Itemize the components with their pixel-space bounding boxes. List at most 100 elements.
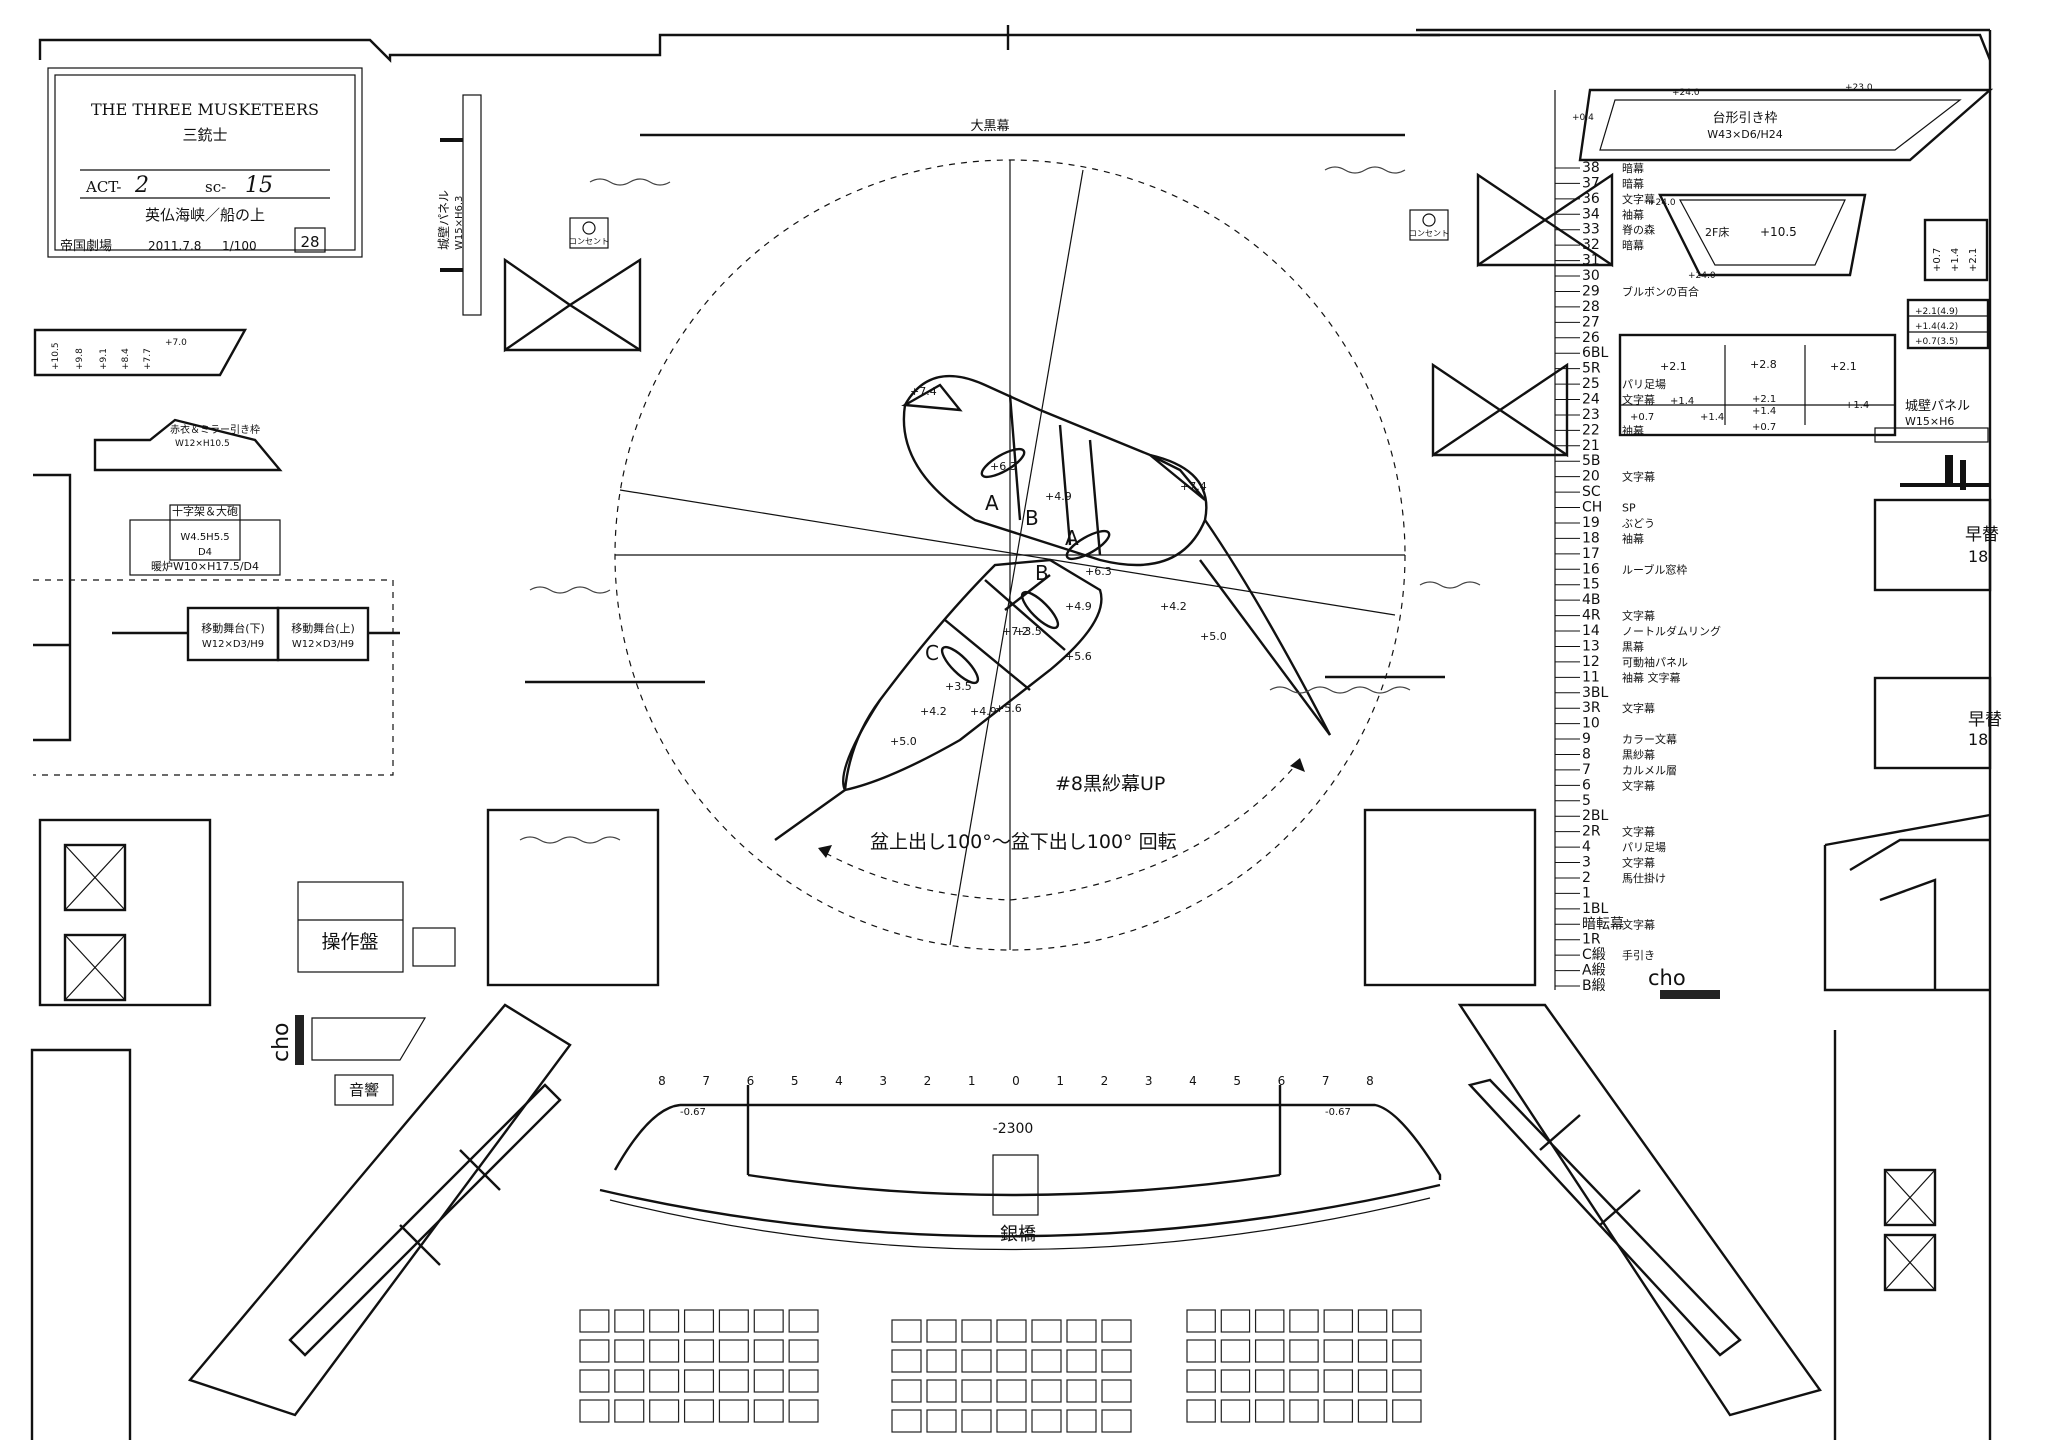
pit-left-label: -0.67	[680, 1107, 706, 1118]
cross-stand-size: W4.5H5.5	[180, 532, 229, 543]
seat	[788, 1369, 819, 1393]
seat	[683, 1369, 715, 1393]
seat	[614, 1339, 645, 1363]
seat	[996, 1349, 1027, 1373]
seat	[1323, 1399, 1354, 1423]
fly-line-number: 6BL	[1582, 345, 1609, 361]
fly-line-name: カラー文幕	[1622, 732, 1677, 746]
seat	[649, 1399, 680, 1423]
floor-2f: 2F床 +10.5 +24.0 +24.0	[1648, 193, 1867, 281]
riser-s-3: +0.7(3.5)	[1915, 337, 1958, 347]
quick-change-2-no: 18	[1968, 730, 1988, 749]
platform-frame-top-right: 台形引き枠 W43×D6/H24 +24.0 +23.0 +0.4	[1572, 83, 1994, 162]
seat	[718, 1339, 749, 1363]
fly-line-number: 7	[1582, 762, 1591, 778]
seat	[1254, 1339, 1285, 1363]
seat	[579, 1339, 610, 1363]
fly-line-number: 16	[1582, 561, 1600, 577]
quick-change-2: 早替	[1968, 710, 2002, 730]
seat	[1254, 1399, 1285, 1423]
fly-line-number: 18	[1582, 530, 1600, 546]
fly-line-name: パリ足場	[1622, 378, 1666, 391]
fly-line-name: 袖幕 文字幕	[1622, 670, 1681, 684]
level-m8: +1.4	[1845, 400, 1869, 411]
fly-line-name: 馬仕掛け	[1622, 871, 1666, 885]
platform-height-d: +24.0	[1648, 198, 1676, 208]
seat	[1357, 1309, 1388, 1333]
seat	[1101, 1409, 1132, 1433]
quick-change-1-no: 18	[1968, 547, 1988, 566]
fly-line-number: 1BL	[1582, 901, 1609, 917]
ship-height-4: +4.9	[1065, 600, 1092, 613]
step-left-1: +10.5	[51, 342, 61, 370]
console-left: コンセント	[569, 217, 609, 249]
seat	[1186, 1309, 1216, 1333]
fly-line-number: 12	[1582, 654, 1600, 670]
seat	[788, 1399, 819, 1423]
silver-bridge-label: 銀橋	[1000, 1224, 1036, 1245]
fly-line-number: 2R	[1582, 824, 1601, 840]
platform-height-e: +24.0	[1688, 271, 1716, 281]
control-desk: 操作盤	[297, 881, 456, 973]
ship-height-5: +7.2	[1002, 625, 1029, 638]
castle-panel-label: 城壁パネル	[436, 190, 451, 250]
mobile-lower-size: W12×D3/H9	[202, 639, 264, 650]
fly-line-name: カルメル層	[1622, 764, 1677, 777]
seat	[614, 1369, 645, 1393]
ship-height-6: +5.6	[1065, 650, 1092, 663]
seat	[1392, 1309, 1422, 1333]
ship-heights: +6.3 +4.9 +6.3 +4.9 +7.2 +5.6 +5.6 +4.9 …	[890, 385, 1227, 748]
ship-height-14: +3.5	[1015, 625, 1042, 638]
seat	[718, 1399, 749, 1423]
seat	[961, 1379, 992, 1403]
center-line-number: 3	[1145, 1074, 1153, 1088]
pit-level-label: -2300	[993, 1121, 1034, 1137]
fly-line-number: 10	[1582, 716, 1600, 732]
fly-line-name: SP	[1622, 502, 1636, 515]
fly-line-name: 文字幕	[1622, 701, 1655, 715]
left-wagons	[33, 473, 1537, 1007]
level-m3: +2.1	[1830, 360, 1857, 373]
platform-height-a: +24.0	[1672, 88, 1700, 98]
sound-booth: 音響 cho	[269, 1015, 427, 1106]
fly-line-number: 2BL	[1582, 808, 1609, 824]
fly-line-number: 3BL	[1582, 685, 1609, 701]
seat	[1031, 1409, 1062, 1433]
castle-panel-right-size: W15×H6	[1905, 415, 1954, 428]
center-line-number: 7	[1322, 1074, 1330, 1088]
seat	[1031, 1319, 1062, 1343]
level-m6: +1.4	[1752, 406, 1776, 417]
drawing-scale: 1/100	[222, 239, 257, 253]
fly-line-number: 11	[1582, 669, 1600, 685]
fly-line-number: A緞	[1582, 963, 1606, 979]
seat	[753, 1309, 784, 1333]
act-number: 2	[134, 173, 149, 198]
castle-panel-left: 城壁パネル W15×H6.3	[436, 94, 482, 316]
fly-line-number: 24	[1582, 392, 1600, 408]
console-left-label: コンセント	[569, 237, 609, 246]
seat	[891, 1319, 922, 1343]
fly-line-number: 27	[1582, 314, 1600, 330]
seat	[1101, 1379, 1132, 1403]
castle-panel-size: W15×H6.3	[454, 196, 465, 250]
seat	[579, 1369, 610, 1393]
fly-line-name: 可動袖パネル	[1622, 655, 1688, 669]
seat	[1254, 1309, 1285, 1333]
fly-line-number: 28	[1582, 299, 1600, 315]
step-left-4: +8.4	[121, 348, 131, 370]
fly-line-name: 文字幕	[1622, 778, 1655, 792]
fly-line-number: 25	[1582, 376, 1600, 392]
ship-height-9: +3.5	[945, 680, 972, 693]
ship-section-a2: A	[1065, 526, 1079, 550]
great-black-curtain: 大黒幕	[640, 119, 1405, 137]
seat	[996, 1379, 1027, 1403]
right-riser-vertical: +0.7 +1.4 +2.1	[1923, 218, 1989, 282]
truss-tower-right	[1457, 1003, 1822, 1417]
center-line-number: 4	[1189, 1074, 1197, 1088]
seat	[1289, 1369, 1319, 1393]
ship	[774, 374, 1332, 841]
fly-line-number: 1R	[1582, 932, 1601, 948]
seat	[1357, 1339, 1388, 1363]
fly-line-number: 22	[1582, 422, 1600, 438]
